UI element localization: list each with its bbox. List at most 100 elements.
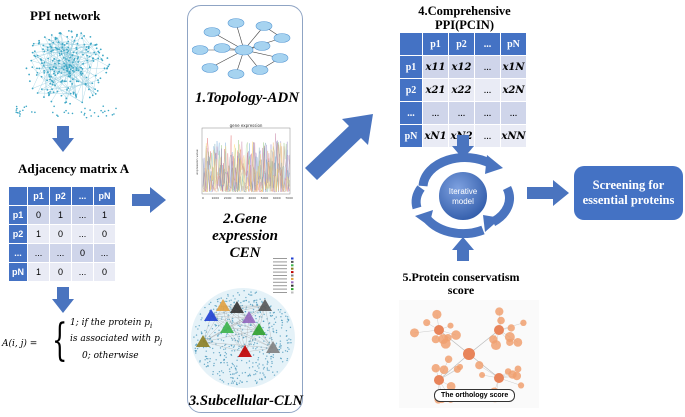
subcellular-node (237, 324, 239, 327)
subcellular-node (271, 314, 274, 317)
subcellular-node (245, 296, 247, 299)
subcellular-node (235, 382, 238, 384)
subcellular-node (250, 311, 252, 313)
table-cell: ... (93, 243, 116, 263)
compartment-marker (204, 309, 218, 321)
network-node (66, 35, 69, 38)
subcellular-node (208, 303, 210, 305)
network-node (54, 36, 57, 39)
network-edge (43, 65, 52, 81)
network-node (19, 110, 21, 113)
table-cell: ... (27, 243, 50, 263)
network-edge (40, 59, 48, 90)
subcellular-node (273, 318, 276, 320)
subcellular-node (272, 356, 274, 359)
subcellular-node (227, 295, 229, 297)
arrow-down-icon (52, 287, 74, 313)
table-cell (8, 186, 28, 206)
subcellular-node (273, 374, 276, 376)
subcellular-node (218, 329, 220, 332)
table-cell: x11 (422, 55, 449, 79)
network-node (38, 39, 40, 42)
subcellular-node (226, 361, 228, 364)
subcellular-node (197, 328, 199, 330)
subcellular-node (255, 348, 257, 350)
subcellular-node (199, 361, 201, 363)
subcellular-node (233, 345, 236, 347)
iterative-model-label: Iterative model (448, 187, 478, 206)
orthology-node (431, 364, 441, 373)
network-node (73, 59, 75, 61)
network-node (86, 54, 88, 57)
network-node (68, 59, 70, 62)
subcellular-node (230, 366, 233, 369)
subcellular-node (272, 371, 274, 373)
subcellular-node (259, 298, 261, 300)
network-node (80, 32, 83, 35)
network-node (103, 67, 106, 70)
network-edge (66, 83, 73, 99)
orthology-edge (468, 353, 500, 379)
network-node (53, 70, 56, 73)
network-node (83, 114, 86, 116)
network-node (40, 75, 43, 78)
network-node (97, 50, 100, 53)
gene-series-line (202, 141, 290, 193)
network-node (101, 59, 104, 62)
compartment-marker (252, 323, 266, 335)
legend-swatch (291, 277, 294, 280)
network-node (59, 31, 62, 34)
subcellular-node (229, 373, 232, 376)
legend-entry (273, 285, 287, 287)
table-cell: 1 (49, 205, 72, 225)
subcellular-node (257, 359, 259, 361)
subcellular-node (207, 358, 209, 360)
subcellular-edge (210, 315, 246, 353)
subcellular-node (259, 311, 262, 314)
network-edge (49, 39, 83, 70)
network-edge (37, 80, 63, 94)
network-node (65, 109, 67, 112)
subcellular-node (213, 362, 215, 365)
network-node (15, 105, 18, 108)
subcellular-node (281, 361, 284, 363)
subcellular-node (279, 343, 281, 345)
table-cell: ... (71, 186, 94, 206)
subcellular-node (263, 366, 265, 369)
orthology-node (495, 307, 504, 316)
subcellular-node (236, 365, 238, 367)
network-node (94, 53, 97, 56)
subcellular-node (217, 334, 219, 336)
subcellular-node (210, 301, 212, 304)
network-edge (44, 37, 59, 64)
network-node (46, 49, 49, 52)
subcellular-node (267, 329, 269, 332)
orthology-node (439, 365, 449, 375)
subcellular-node (230, 299, 232, 301)
arrow-right-icon (132, 187, 166, 213)
subcellular-node (237, 356, 239, 358)
network-node (74, 93, 77, 96)
subcellular-node (285, 329, 288, 332)
subcellular-node (252, 311, 254, 313)
subcellular-node (222, 381, 225, 383)
orthology-node (497, 316, 505, 325)
table-cell: 0 (27, 205, 50, 225)
network-node (56, 72, 59, 75)
subcellular-node (223, 354, 226, 357)
network-node (34, 111, 36, 114)
subcellular-node (262, 372, 264, 374)
network-node (82, 53, 84, 56)
subcellular-node (223, 359, 226, 361)
subcellular-edge (226, 327, 260, 331)
network-node (69, 92, 72, 95)
network-node (40, 88, 43, 91)
network-node (61, 67, 63, 69)
subcellular-node (201, 317, 203, 319)
network-node (72, 51, 75, 54)
subcellular-node (243, 300, 246, 302)
subcellular-node (245, 362, 248, 364)
subcellular-node (205, 350, 207, 352)
compartment-marker (230, 301, 244, 313)
